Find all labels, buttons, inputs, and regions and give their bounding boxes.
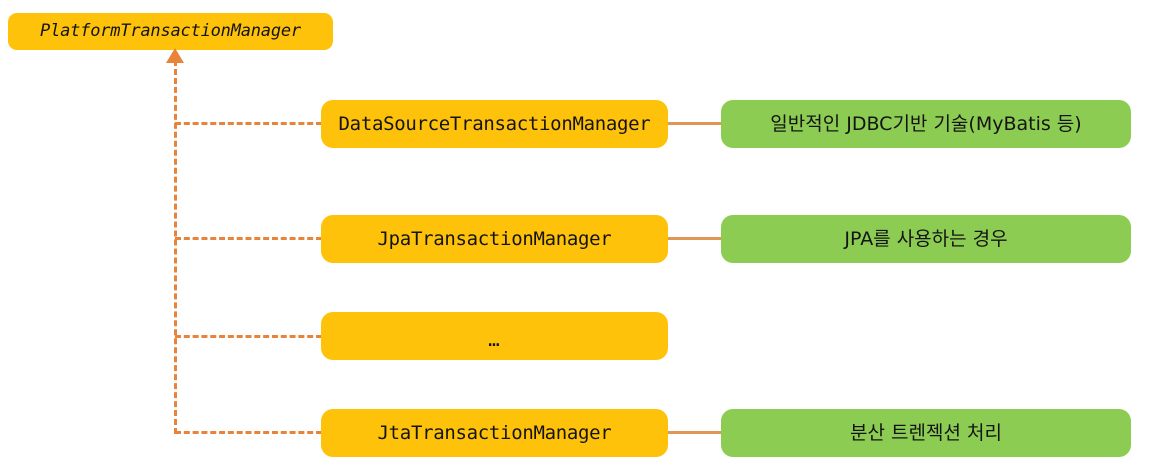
implementation-box-label: … xyxy=(488,328,501,351)
inheritance-branch-line-3 xyxy=(175,335,322,338)
implementation-box-label: JpaTransactionManager xyxy=(377,227,612,250)
implementation-box-label: DataSourceTransactionManager xyxy=(338,112,651,135)
implementation-box-jta-transaction-manager: JtaTransactionManager xyxy=(321,409,668,457)
interface-box-label: PlatformTransactionManager xyxy=(40,21,301,42)
implementation-box-datasource-transaction-manager: DataSourceTransactionManager xyxy=(321,100,668,148)
inheritance-branch-line-2 xyxy=(175,237,322,240)
description-box-label: 일반적인 JDBC기반 기술(MyBatis 등) xyxy=(770,112,1082,135)
implementation-box-label: JtaTransactionManager xyxy=(377,421,612,444)
description-box-jpa: JPA를 사용하는 경우 xyxy=(721,215,1131,263)
description-box-label: 분산 트렌젝션 처리 xyxy=(850,421,1002,444)
connector-line-2 xyxy=(668,237,721,240)
inheritance-branch-line-4 xyxy=(175,431,322,434)
implementation-box-ellipsis: … xyxy=(321,312,668,360)
inheritance-trunk-line xyxy=(174,60,177,434)
inheritance-branch-line-1 xyxy=(175,122,322,125)
connector-line-4 xyxy=(668,431,721,434)
interface-box-platform-transaction-manager: PlatformTransactionManager xyxy=(8,13,333,50)
description-box-label: JPA를 사용하는 경우 xyxy=(844,227,1008,250)
inheritance-arrowhead-icon xyxy=(166,48,184,63)
implementation-box-jpa-transaction-manager: JpaTransactionManager xyxy=(321,215,668,263)
description-box-distributed-transaction: 분산 트렌젝션 처리 xyxy=(721,409,1131,457)
description-box-jdbc: 일반적인 JDBC기반 기술(MyBatis 등) xyxy=(721,100,1131,148)
connector-line-1 xyxy=(668,122,721,125)
